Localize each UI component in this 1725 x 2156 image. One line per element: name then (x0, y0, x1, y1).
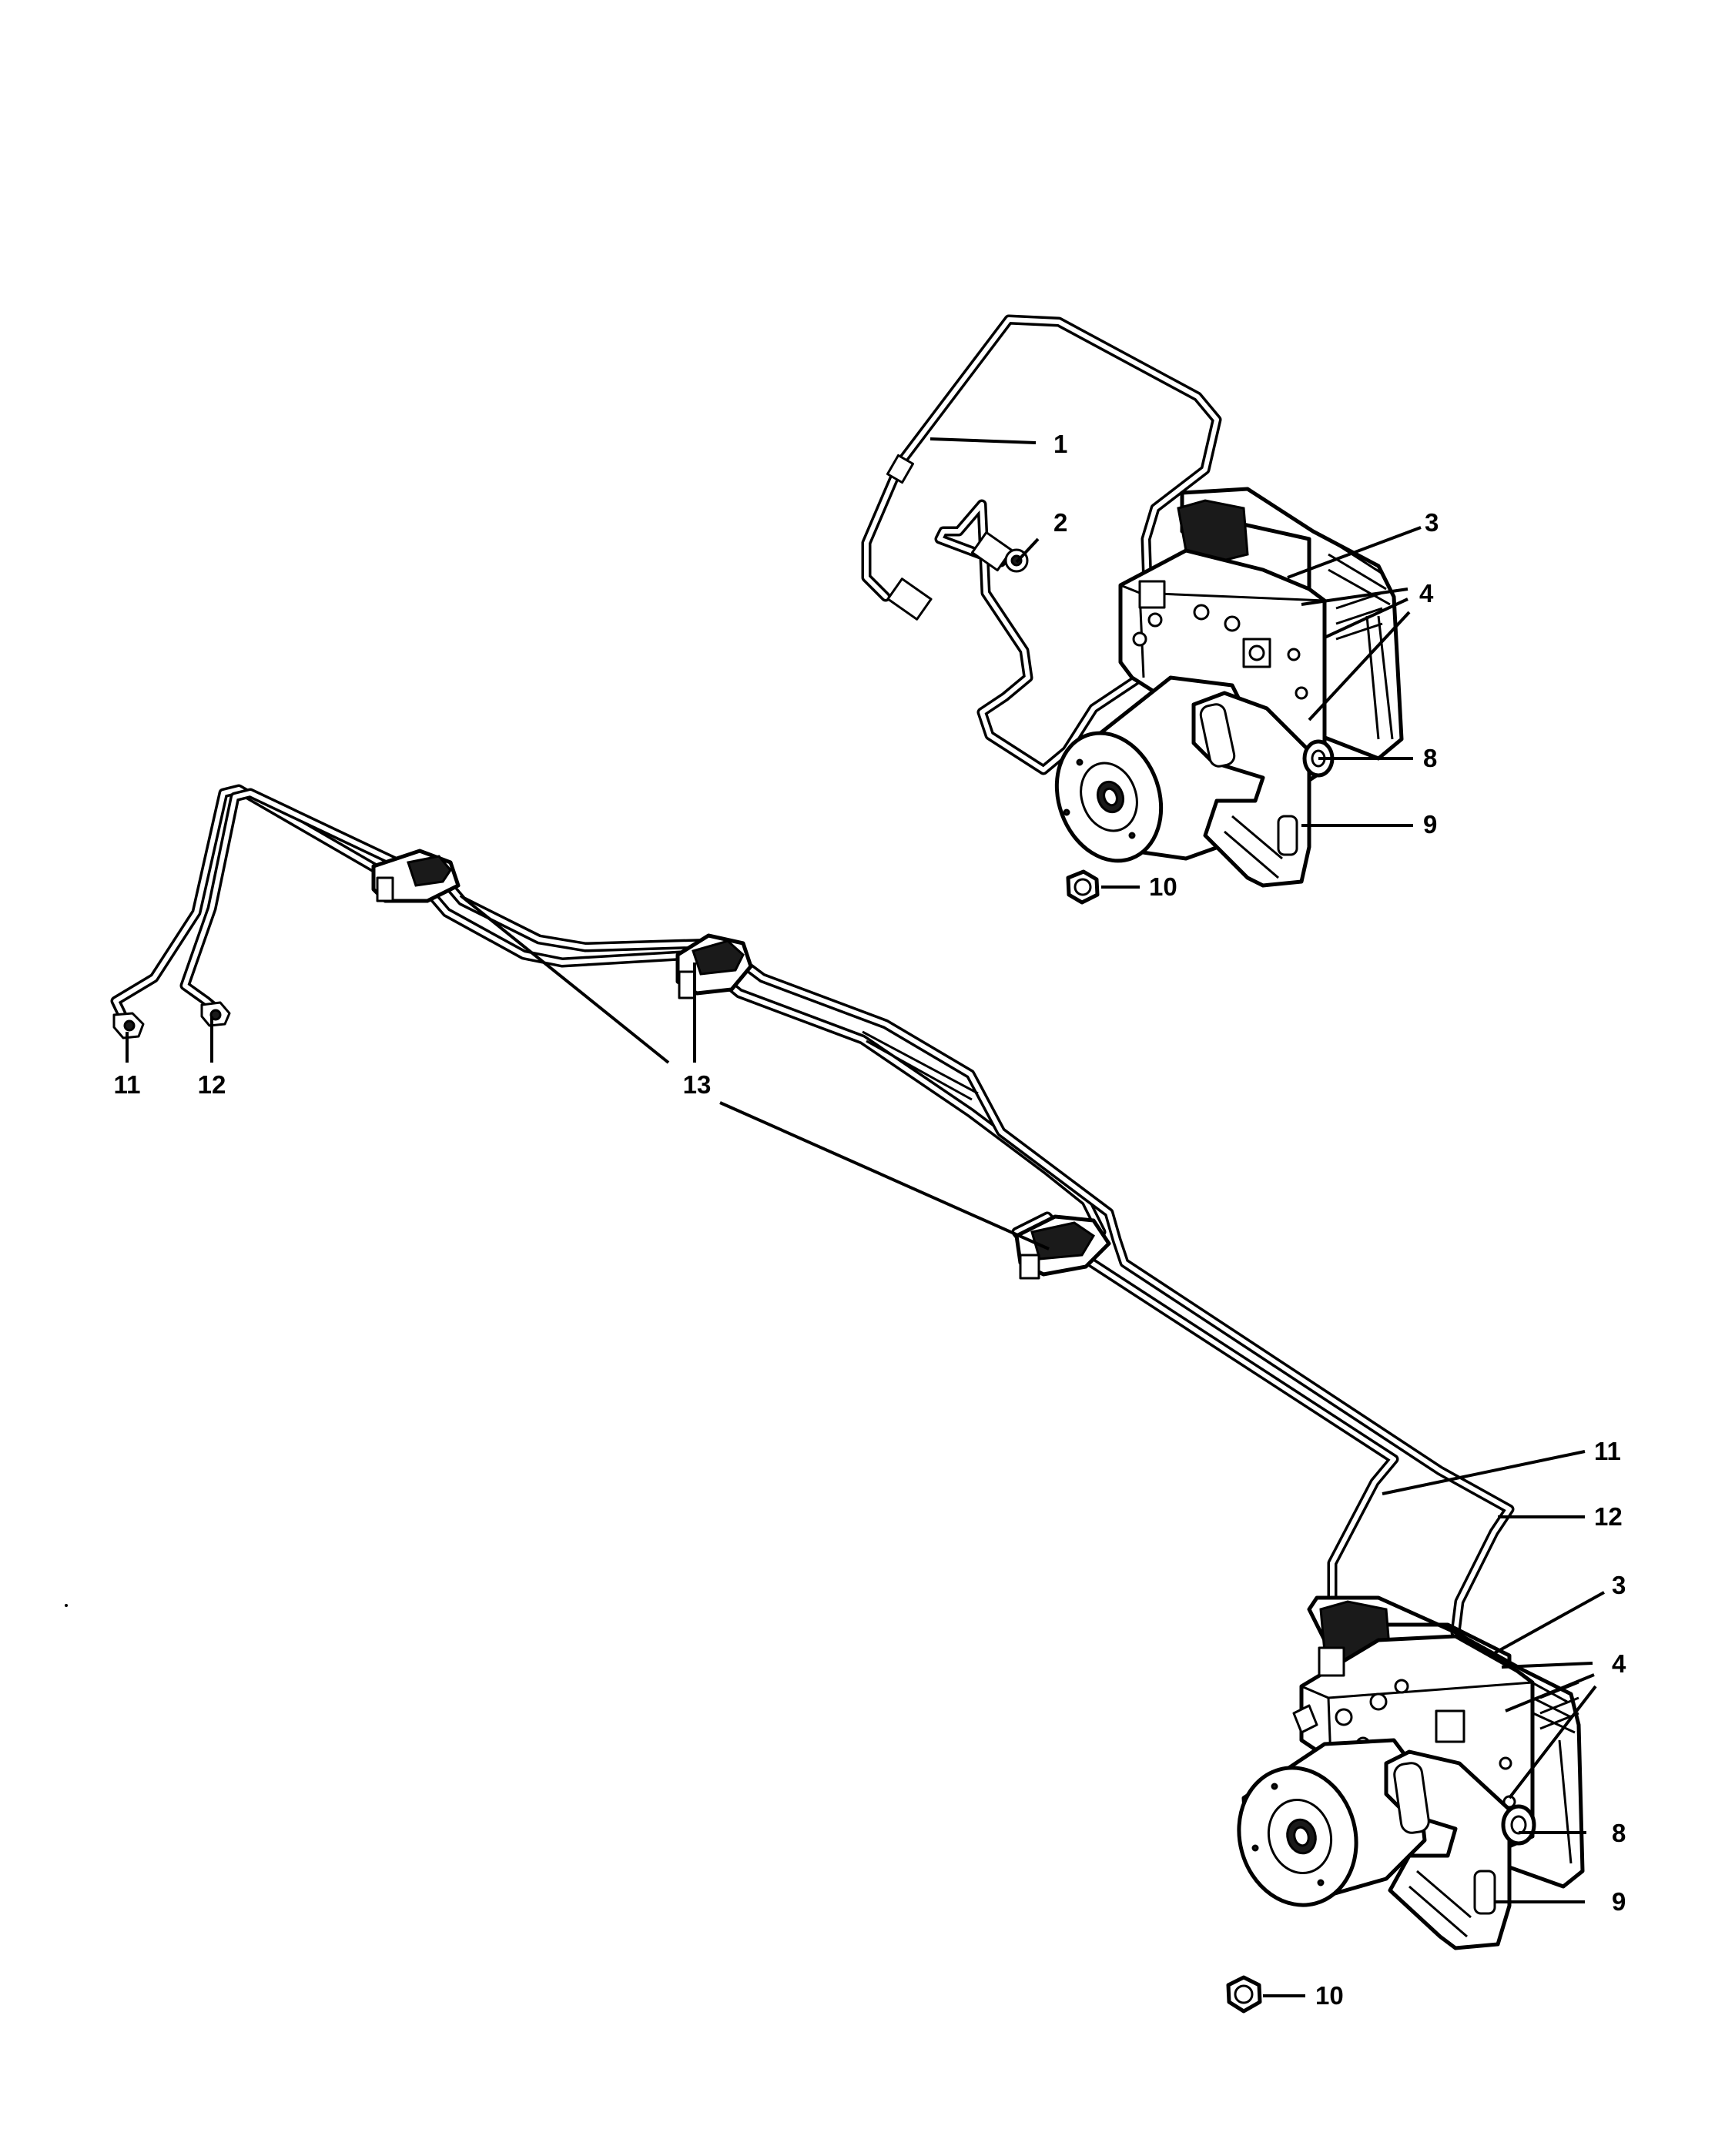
leader-4a-bottom (1501, 1662, 1593, 1669)
bottom-hex-nut (1226, 1975, 1262, 2014)
callout-11-left: 11 (114, 1070, 141, 1099)
callout-9: 9 (1423, 810, 1437, 839)
leader-2 (1015, 537, 1040, 564)
callout-10-bottom: 10 (1315, 1981, 1344, 2010)
callout-9-bottom: 9 (1612, 1887, 1626, 1916)
leader-4b (1324, 598, 1408, 639)
leader-4b-bottom (1505, 1673, 1595, 1712)
brake-tube-12 (179, 788, 1515, 1638)
tube-11-end-fitting (112, 1012, 145, 1040)
tube-nut-2 (970, 531, 1029, 573)
tube-clips (371, 849, 1111, 1280)
bottom-isolator-grommet (1501, 1804, 1536, 1846)
callout-12-left: 12 (198, 1070, 226, 1099)
callout-1: 1 (1053, 430, 1067, 458)
callout-4-bottom: 4 (1612, 1649, 1626, 1678)
long-brake-tubes (110, 784, 1515, 1638)
callout-8: 8 (1423, 744, 1437, 772)
bottom-pump-motor (1237, 1738, 1427, 1907)
leader-4a (1301, 588, 1408, 606)
tube-clip-1 (371, 849, 461, 903)
top-hcu-assembly (861, 314, 1404, 905)
bottom-hcu-assembly (1226, 1595, 1585, 2014)
callout-11-right: 11 (1594, 1437, 1621, 1465)
tube-nut-junction (886, 578, 933, 621)
top-mounting-bracket (1191, 691, 1311, 888)
callout-4: 4 (1419, 579, 1434, 608)
leader-13a (459, 894, 670, 1064)
callout-3: 3 (1425, 508, 1439, 537)
callout-12-right: 12 (1594, 1502, 1623, 1531)
callout-8-bottom: 8 (1612, 1819, 1626, 1847)
callout-10: 10 (1149, 872, 1177, 901)
callout-13: 13 (683, 1070, 712, 1099)
leader-3 (1287, 526, 1422, 579)
leader-1 (929, 437, 1037, 444)
callout-2: 2 (1053, 508, 1067, 537)
leader-4c (1308, 611, 1411, 721)
top-hex-nut (1066, 869, 1100, 905)
leader-4c-bottom (1508, 1685, 1597, 1799)
leader-13c (719, 1101, 1050, 1250)
callout-labels: 1 2 3 4 8 9 10 11 12 13 11 12 3 4 8 9 10 (114, 430, 1626, 2010)
bottom-mounting-bracket (1384, 1749, 1512, 1950)
leader-lines (126, 437, 1605, 1997)
stray-dot (65, 1604, 68, 1607)
top-brake-tube-1 (861, 314, 1222, 602)
callout-3-bottom: 3 (1612, 1571, 1626, 1599)
brake-tube-11 (110, 784, 1399, 1615)
leader-11-right (1382, 1450, 1586, 1495)
leader-3-bottom (1489, 1591, 1605, 1657)
tube-12-end-fitting (200, 1001, 231, 1027)
